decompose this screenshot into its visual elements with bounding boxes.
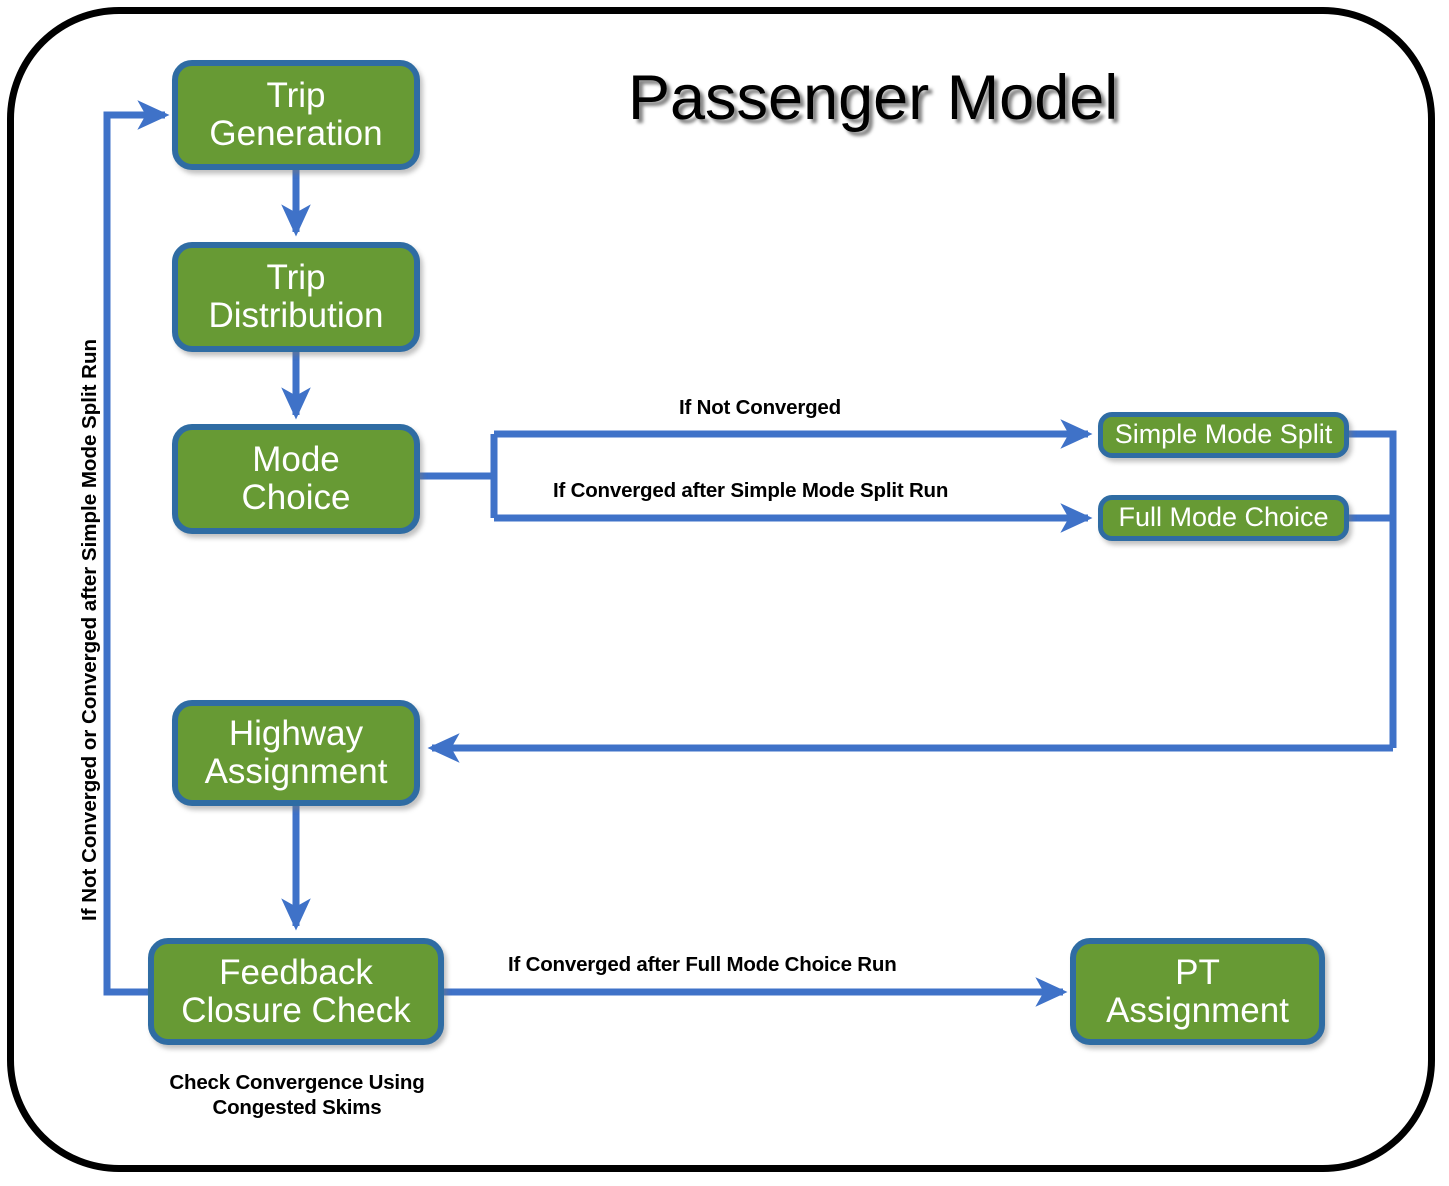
edge-label-if-converged-after-full-mode-choice-run: If Converged after Full Mode Choice Run bbox=[508, 953, 897, 976]
node-trip-distribution[interactable]: Trip Distribution bbox=[172, 242, 420, 352]
node-feedback-closure-line1: Feedback bbox=[219, 952, 373, 992]
note-check-convergence-line2: Congested Skims bbox=[212, 1096, 382, 1119]
edge-label-feedback-loop-vertical: If Not Converged or Converged after Simp… bbox=[78, 338, 101, 921]
node-full-mode-choice[interactable]: Full Mode Choice bbox=[1098, 495, 1349, 541]
node-pt-assignment-label: PT Assignment bbox=[1106, 952, 1289, 1030]
node-mode-choice[interactable]: Mode Choice bbox=[172, 424, 420, 534]
node-trip-distribution-label: Trip Distribution bbox=[208, 259, 383, 335]
node-feedback-closure-check-label: Feedback Closure Check bbox=[181, 952, 411, 1030]
node-highway-assignment-line1: Highway bbox=[228, 714, 364, 754]
node-highway-assignment-label: Highway Assignment bbox=[205, 715, 388, 791]
node-full-mode-choice-label: Full Mode Choice bbox=[1118, 502, 1329, 533]
edge-label-if-converged-after-simple-mode-split-run: If Converged after Simple Mode Split Run bbox=[553, 479, 949, 502]
node-mode-choice-line1: Mode bbox=[252, 440, 340, 480]
node-trip-distribution-line1: Trip bbox=[266, 258, 326, 298]
node-trip-generation-line1: Trip bbox=[266, 76, 326, 116]
node-highway-assignment-line2: Assignment bbox=[204, 752, 388, 791]
note-check-convergence: Check Convergence Using Congested Skims bbox=[146, 1070, 448, 1120]
node-mode-choice-line2: Choice bbox=[241, 478, 351, 517]
wire-simple-mode-split-out bbox=[1349, 430, 1397, 748]
node-mode-choice-label: Mode Choice bbox=[242, 441, 351, 517]
node-pt-assignment[interactable]: PT Assignment bbox=[1070, 938, 1325, 1045]
node-feedback-closure-line2: Closure Check bbox=[181, 990, 411, 1030]
node-highway-assignment[interactable]: Highway Assignment bbox=[172, 700, 420, 806]
node-trip-generation-line2: Generation bbox=[209, 114, 383, 153]
note-check-convergence-line1: Check Convergence Using bbox=[169, 1071, 425, 1094]
node-trip-generation[interactable]: Trip Generation bbox=[172, 60, 420, 170]
node-trip-generation-label: Trip Generation bbox=[209, 77, 382, 153]
node-simple-mode-split[interactable]: Simple Mode Split bbox=[1098, 412, 1349, 458]
edge-label-if-not-converged: If Not Converged bbox=[679, 396, 841, 419]
node-trip-distribution-line2: Distribution bbox=[208, 296, 384, 335]
node-feedback-closure-check[interactable]: Feedback Closure Check bbox=[148, 938, 444, 1045]
wire-feedback-loop-to-tripgen bbox=[103, 100, 170, 996]
diagram-title: Passenger Model bbox=[628, 63, 1119, 133]
node-pt-assignment-line1: PT bbox=[1175, 952, 1220, 992]
node-simple-mode-split-label: Simple Mode Split bbox=[1114, 419, 1333, 450]
node-pt-assignment-line2: Assignment bbox=[1106, 990, 1289, 1030]
